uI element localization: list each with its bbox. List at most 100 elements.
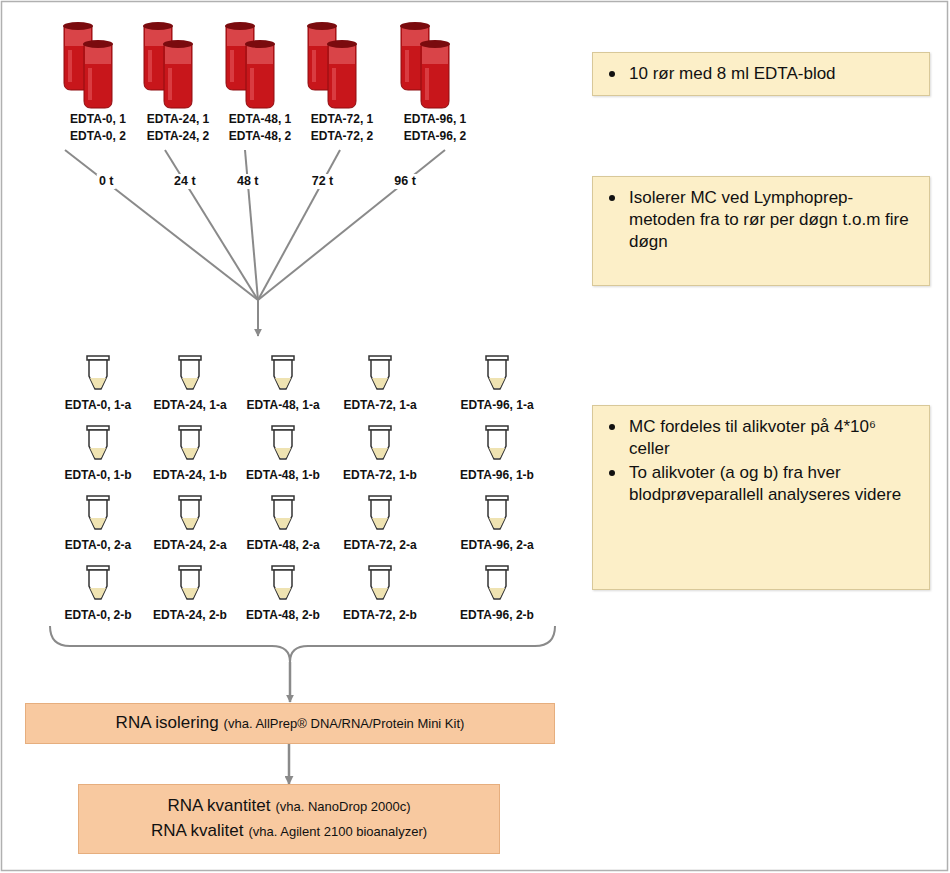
bullet: [609, 195, 615, 201]
aliquot-tube: [486, 426, 508, 459]
bullet: [609, 470, 615, 476]
blood-tube: [420, 40, 450, 108]
aliquot-tube: [87, 566, 109, 599]
cell-pellet: [182, 378, 198, 388]
cell-pellet: [372, 588, 388, 598]
aliquot-tube: [272, 426, 294, 459]
cell-pellet: [90, 448, 106, 458]
tube-body: [274, 570, 292, 599]
aliquot-tube: [486, 566, 508, 599]
tube-rim: [225, 22, 255, 30]
aliquot-tube: [179, 566, 201, 599]
aliquot-label: EDTA-48, 2-a: [246, 538, 319, 553]
tube-rim: [245, 40, 275, 48]
step-title: RNA isolering: [116, 713, 219, 732]
aliquot-tube: [87, 426, 109, 459]
tube-body: [421, 44, 449, 108]
step-method: (vha. AllPrep® DNA/RNA/Protein Mini Kit): [224, 716, 465, 731]
tube-body: [246, 44, 274, 108]
bracket: [50, 626, 555, 662]
tube-label: EDTA-72, 1: [311, 112, 373, 127]
bullet: [609, 424, 615, 430]
tube-label: EDTA-24, 2: [147, 129, 209, 144]
tube-shine: [230, 50, 234, 82]
note-text: To alikvoter (a og b) fra hver blodprøve…: [629, 462, 915, 506]
time-label: 0 t: [97, 174, 116, 189]
tube-shine: [250, 68, 254, 100]
tube-shine: [68, 50, 72, 82]
tube-shine: [332, 68, 336, 100]
tube-shine: [168, 68, 172, 100]
bullet-row: MC fordeles til alikvoter på 4*10⁶ celle…: [605, 416, 915, 460]
aliquot-label: EDTA-0, 2-a: [65, 538, 131, 553]
blood-tube: [163, 40, 193, 108]
tube-label: EDTA-24, 1: [147, 112, 209, 127]
tube-label: EDTA-96, 1: [404, 112, 466, 127]
step-method: (vha. NanoDrop 2000c): [275, 799, 410, 814]
tube-shine: [88, 68, 92, 100]
tube-label: EDTA-48, 1: [229, 112, 291, 127]
tube-body: [328, 44, 356, 108]
tube-rim: [83, 40, 113, 48]
process-box: RNA kvantitet(vha. NanoDrop 2000c)RNA kv…: [78, 784, 500, 854]
aliquot-label: EDTA-96, 2-b: [460, 608, 534, 623]
step-method: (vha. Agilent 2100 bioanalyzer): [249, 824, 428, 839]
blood-tube: [83, 40, 113, 108]
cell-pellet: [182, 518, 198, 528]
tube-body: [488, 430, 506, 459]
cell-pellet: [182, 448, 198, 458]
step-title: RNA kvalitet: [151, 821, 244, 840]
tube-rim: [143, 22, 173, 30]
cell-pellet: [90, 588, 106, 598]
text-line: RNA isolering (vha. AllPrep® DNA/RNA/Prot…: [36, 711, 544, 736]
tube-label: EDTA-72, 2: [311, 129, 373, 144]
bullet-row: Isolerer MC ved Lymphoprep-metoden fra t…: [605, 187, 915, 253]
tube-body: [371, 500, 389, 529]
time-line: [165, 150, 258, 300]
blood-tubes: [63, 22, 450, 108]
aliquot-label: EDTA-0, 2-b: [64, 608, 131, 623]
tube-body: [488, 360, 506, 389]
cell-pellet: [372, 448, 388, 458]
aliquot-tube: [369, 496, 391, 529]
aliquot-tube: [272, 566, 294, 599]
cell-pellet: [182, 588, 198, 598]
aliquot-tube: [179, 496, 201, 529]
aliquot-label: EDTA-72, 2-a: [343, 538, 416, 553]
note-box: MC fordeles til alikvoter på 4*10⁶ celle…: [592, 405, 930, 590]
tube-body: [181, 570, 199, 599]
tube-rim: [400, 22, 430, 30]
time-label: 24 t: [172, 174, 198, 189]
tube-body: [371, 430, 389, 459]
cell-pellet: [275, 588, 291, 598]
arrow-down: [289, 662, 292, 702]
tube-body: [164, 44, 192, 108]
tube-shine: [425, 68, 429, 100]
tube-body: [371, 360, 389, 389]
blood-tube: [245, 40, 275, 108]
aliquot-label: EDTA-48, 2-b: [246, 608, 320, 623]
note-text: 10 rør med 8 ml EDTA-blod: [629, 63, 836, 85]
tube-body: [181, 360, 199, 389]
text-line: RNA kvantitet (vha. NanoDrop 2000c): [89, 794, 489, 819]
aliquot-label: EDTA-48, 1-a: [246, 398, 319, 413]
tube-shine: [405, 50, 409, 82]
bullet: [609, 71, 615, 77]
tube-body: [274, 360, 292, 389]
tube-body: [181, 430, 199, 459]
tube-body: [488, 570, 506, 599]
aliquot-tube: [486, 356, 508, 389]
aliquot-label: EDTA-0, 1-a: [65, 398, 131, 413]
tube-label: EDTA-0, 1: [70, 112, 126, 127]
note-text: Isolerer MC ved Lymphoprep-metoden fra t…: [629, 187, 915, 253]
process-box: RNA isolering (vha. AllPrep® DNA/RNA/Prot…: [25, 703, 555, 744]
time-line: [245, 150, 258, 300]
note-box: Isolerer MC ved Lymphoprep-metoden fra t…: [592, 176, 930, 286]
cell-pellet: [90, 378, 106, 388]
step-title: RNA kvantitet: [167, 796, 270, 815]
aliquot-tube: [87, 356, 109, 389]
text-line: RNA kvalitet (vha. Agilent 2100 bioanalyz…: [89, 819, 489, 844]
tube-body: [488, 500, 506, 529]
aliquot-tubes: [87, 356, 508, 599]
cell-pellet: [372, 378, 388, 388]
